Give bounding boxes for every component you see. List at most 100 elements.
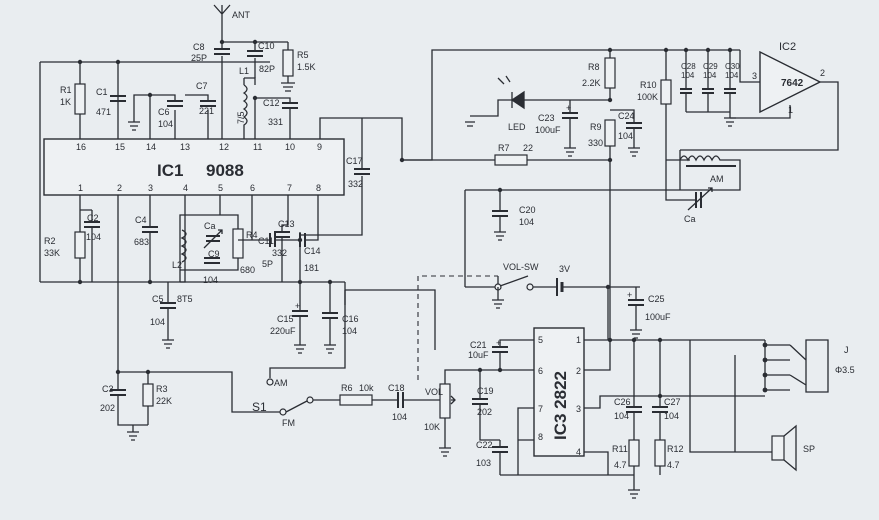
r7-resistor: [494, 154, 528, 166]
ic2-7642: 7642 IC2 3 2 1 R10 100K C28 104 C29 104 …: [637, 41, 839, 224]
ic3-2822: IC3 2822 5 6 7 8 1 2 3 4 C21 + 10uF C22 …: [468, 160, 760, 476]
r1-ref: R1: [60, 85, 72, 95]
ic1-pin-6: 6: [250, 183, 255, 193]
r11-val: 4.7: [614, 460, 627, 470]
c8-capacitor: [214, 48, 230, 55]
c25-val: 100uF: [645, 312, 671, 322]
c7-wire: [185, 94, 209, 139]
c20-val: 104: [519, 217, 534, 227]
r5-resistor: [282, 49, 294, 77]
ic1-pin-12: 12: [219, 142, 229, 152]
ic1-pin-5: 5: [218, 183, 223, 193]
c1-val: 471: [96, 107, 111, 117]
ic3-pin-5: 5: [538, 335, 543, 345]
jack-pin: [762, 372, 768, 378]
ic1-9088: IC1 9088 16 15 14 13 12 11 10 9 1 2 3 4 …: [43, 138, 345, 196]
power-wire: [464, 189, 690, 288]
c23-val: 100uF: [535, 125, 561, 135]
c21-ref: C21: [470, 340, 487, 350]
jack-pin: [762, 387, 768, 393]
r11-ref: R11: [612, 444, 628, 454]
power-switch: VOL-SW 3V C20 104 + C25 100uF: [464, 187, 690, 340]
c18-val: 104: [392, 412, 407, 422]
vol-sw-lever: [499, 275, 529, 287]
c8-ref: C8: [193, 42, 205, 52]
vol-sw-contact-b: [526, 283, 534, 291]
c26-capacitor: [626, 406, 642, 413]
output-network: C26 104 C27 104 R11 4.7 R12 4.7: [612, 340, 684, 499]
output-wires: [628, 340, 661, 499]
c26-val: 104: [614, 411, 629, 421]
c6-val: 104: [158, 119, 173, 129]
l1-val: 7/5: [236, 111, 246, 124]
r4-resistor: [232, 228, 244, 259]
r3-ref: R3: [156, 384, 168, 394]
vol-val: 10K: [424, 422, 440, 432]
c22-capacitor: [492, 446, 508, 453]
c8-val: 25P: [191, 53, 207, 63]
audio-output: J Φ3.5 SP: [689, 339, 855, 472]
ic3-name: IC3 2822: [551, 371, 570, 440]
vol-sw-link: [417, 275, 498, 380]
vol-sw-label: VOL-SW: [503, 262, 539, 272]
ic1-pin6-8-network: C11 5P C13 332 C14 181: [238, 195, 321, 282]
junction-dot: [497, 367, 503, 373]
speaker-magnet: [771, 435, 785, 461]
r10-resistor: [660, 79, 672, 105]
c18-ref: C18: [388, 383, 405, 393]
junction-dot: [727, 47, 733, 53]
c15-c16-group: + C15 220uF C16 104: [180, 279, 436, 354]
c6-ref: C6: [158, 107, 170, 117]
c17-val: 332: [348, 179, 363, 189]
top-rail-wire: [39, 61, 270, 282]
c30-ref: C30: [725, 62, 740, 71]
ca-ref: Ca: [204, 221, 216, 231]
c20-wire: [494, 190, 506, 241]
c17-wire: [300, 118, 363, 236]
tank-wire: [179, 195, 239, 282]
c22-ref: C22: [476, 440, 493, 450]
c10-capacitor: [247, 50, 263, 57]
junction-dot: [607, 337, 613, 343]
junction-dot: [497, 187, 503, 193]
l2-ref: L2: [172, 260, 182, 270]
antenna-symbol: [213, 4, 231, 42]
c9-capacitor: [204, 257, 220, 264]
r9-ref: R9: [590, 122, 602, 132]
c18-capacitor: [397, 392, 404, 408]
c5-wire: [162, 195, 186, 349]
c13-val: 332: [272, 248, 287, 258]
c9-ref: C9: [208, 249, 220, 259]
c19-capacitor: [472, 398, 488, 405]
junction-dot: [683, 47, 689, 53]
junction-dot: [219, 39, 225, 45]
c2-ref: C2: [87, 213, 99, 223]
jack-ref: J: [844, 345, 849, 355]
c28-c30-wires: [685, 50, 736, 127]
r7-ref: R7: [498, 143, 510, 153]
s1-fm-contact: [279, 408, 287, 416]
jack-contacts: [764, 340, 790, 392]
ca-am-arrow: [687, 187, 713, 211]
c15-val: 220uF: [270, 326, 296, 336]
r6-val: 10k: [359, 383, 374, 393]
c12-wire: [254, 97, 291, 139]
ic3-body: [533, 327, 585, 457]
r8-resistor: [604, 57, 616, 89]
r6-ref: R6: [341, 383, 353, 393]
c6-capacitor: [167, 100, 183, 107]
ic1-pin-2: 2: [117, 183, 122, 193]
ic1-pin-10: 10: [285, 142, 295, 152]
c28-val: 104: [681, 71, 695, 80]
c13-wire: [281, 195, 289, 282]
s1-ref: S1: [252, 400, 267, 414]
ic1-pin-8: 8: [316, 183, 321, 193]
r5-ref: R5: [297, 50, 309, 60]
r3-resistor: [142, 383, 154, 407]
ic1-name: IC1: [157, 161, 183, 180]
ic3-pin-6: 6: [538, 366, 543, 376]
vol-wire: [439, 369, 480, 457]
junction-dot: [145, 369, 151, 375]
s1-fm-label: FM: [282, 418, 295, 428]
